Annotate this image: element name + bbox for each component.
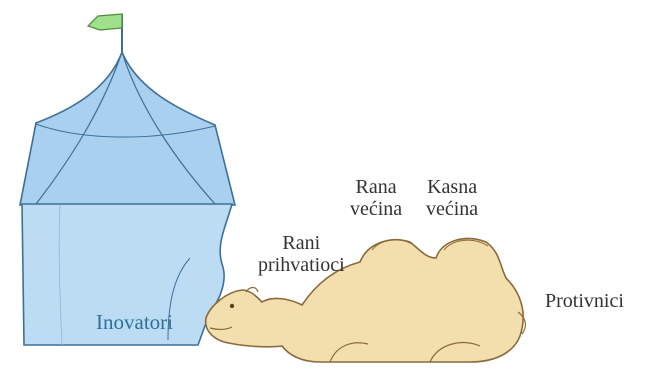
label-early-adopters: Rani prihvatioci xyxy=(258,232,345,276)
label-innovators: Inovatori xyxy=(96,311,173,333)
label-early-adopters-line-1: Rani xyxy=(258,232,345,254)
label-innovators-text: Inovatori xyxy=(96,311,173,333)
tent-icon xyxy=(20,14,235,345)
camel-icon xyxy=(206,239,526,362)
label-early-adopters-line-2: prihvatioci xyxy=(258,254,345,276)
label-early-majority: Rana većina xyxy=(350,176,402,220)
label-late-majority-line-2: većina xyxy=(426,198,478,220)
label-laggards-text: Protivnici xyxy=(545,290,624,312)
camel-eye xyxy=(230,304,234,308)
label-early-majority-line-2: većina xyxy=(350,198,402,220)
label-early-majority-line-1: Rana xyxy=(350,176,402,198)
label-laggards: Protivnici xyxy=(545,290,624,312)
label-late-majority: Kasna većina xyxy=(426,176,478,220)
flag-icon xyxy=(88,14,122,30)
label-late-majority-line-1: Kasna xyxy=(426,176,478,198)
